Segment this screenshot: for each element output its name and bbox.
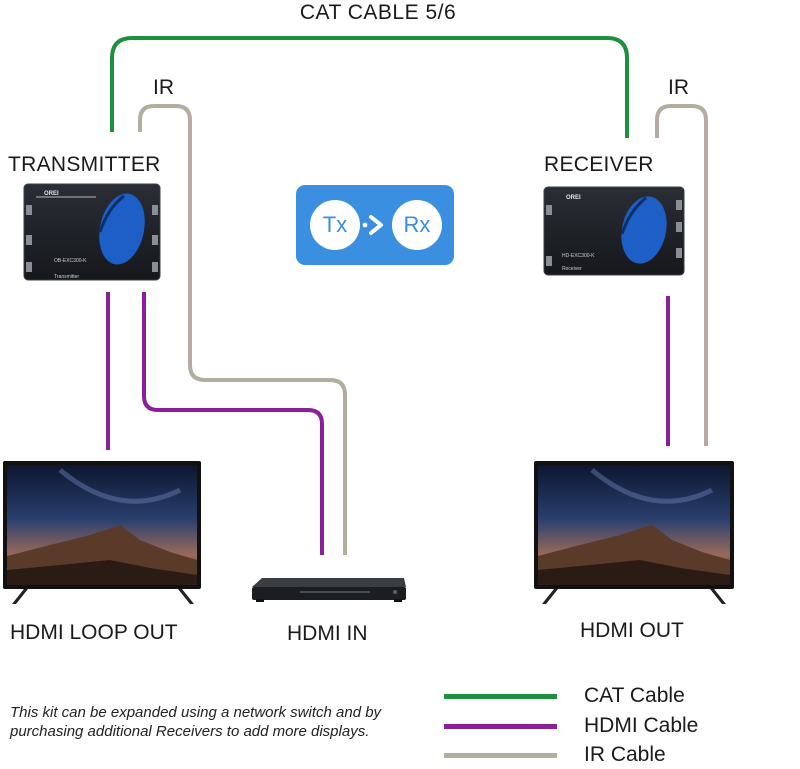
arrow-right-icon	[362, 215, 383, 235]
legend-label: HDMI Cable	[584, 714, 699, 737]
tx-rx-badge: Tx Rx	[296, 185, 454, 265]
legend-swatch	[444, 694, 557, 699]
receiver-model: HD-EXC300-K	[562, 253, 595, 259]
receiver-device: OREI HD-EXC300-K Receiver	[543, 186, 685, 276]
hdmi-out-label: HDMI OUT	[580, 619, 684, 642]
tv-right	[534, 461, 734, 604]
receiver-caption: Receiver	[562, 266, 582, 272]
hdmi-in-label: HDMI IN	[287, 622, 368, 645]
legend-item-ir: IR Cable	[444, 743, 784, 769]
expansion-note: This kit can be expanded using a network…	[10, 704, 382, 740]
legend-label: IR Cable	[584, 743, 666, 766]
rx-text: Rx	[403, 212, 431, 237]
ir-cable-left-line	[138, 104, 347, 555]
tx-text: Tx	[322, 212, 348, 237]
receiver-label: RECEIVER	[544, 153, 654, 176]
transmitter-device: OREI OB-EXC300-K Transmitter	[23, 183, 161, 281]
hdmi-in-line	[142, 292, 324, 555]
legend-swatch	[444, 724, 557, 729]
transmitter-brand: OREI	[44, 191, 59, 197]
cat-cable-line	[110, 36, 629, 138]
rx-circle: Rx	[392, 200, 442, 250]
transmitter-model: OB-EXC300-K	[54, 258, 87, 264]
transmitter-label: TRANSMITTER	[8, 153, 161, 176]
tv-left	[3, 461, 201, 604]
tx-circle: Tx	[310, 200, 360, 250]
hdmi-loop-out-label: HDMI LOOP OUT	[10, 621, 178, 644]
legend-item-cat: CAT Cable	[444, 684, 784, 710]
dvd-player	[252, 578, 406, 602]
ir-label-left: IR	[153, 76, 174, 99]
legend-item-hdmi: HDMI Cable	[444, 714, 784, 740]
legend-label: CAT Cable	[584, 684, 685, 707]
cat-cable-title: CAT CABLE 5/6	[299, 1, 457, 24]
ir-label-right: IR	[668, 76, 689, 99]
ir-cable-right-line	[655, 104, 708, 446]
receiver-brand: OREI	[566, 195, 581, 201]
legend-swatch	[444, 753, 557, 758]
transmitter-caption: Transmitter	[54, 274, 79, 280]
